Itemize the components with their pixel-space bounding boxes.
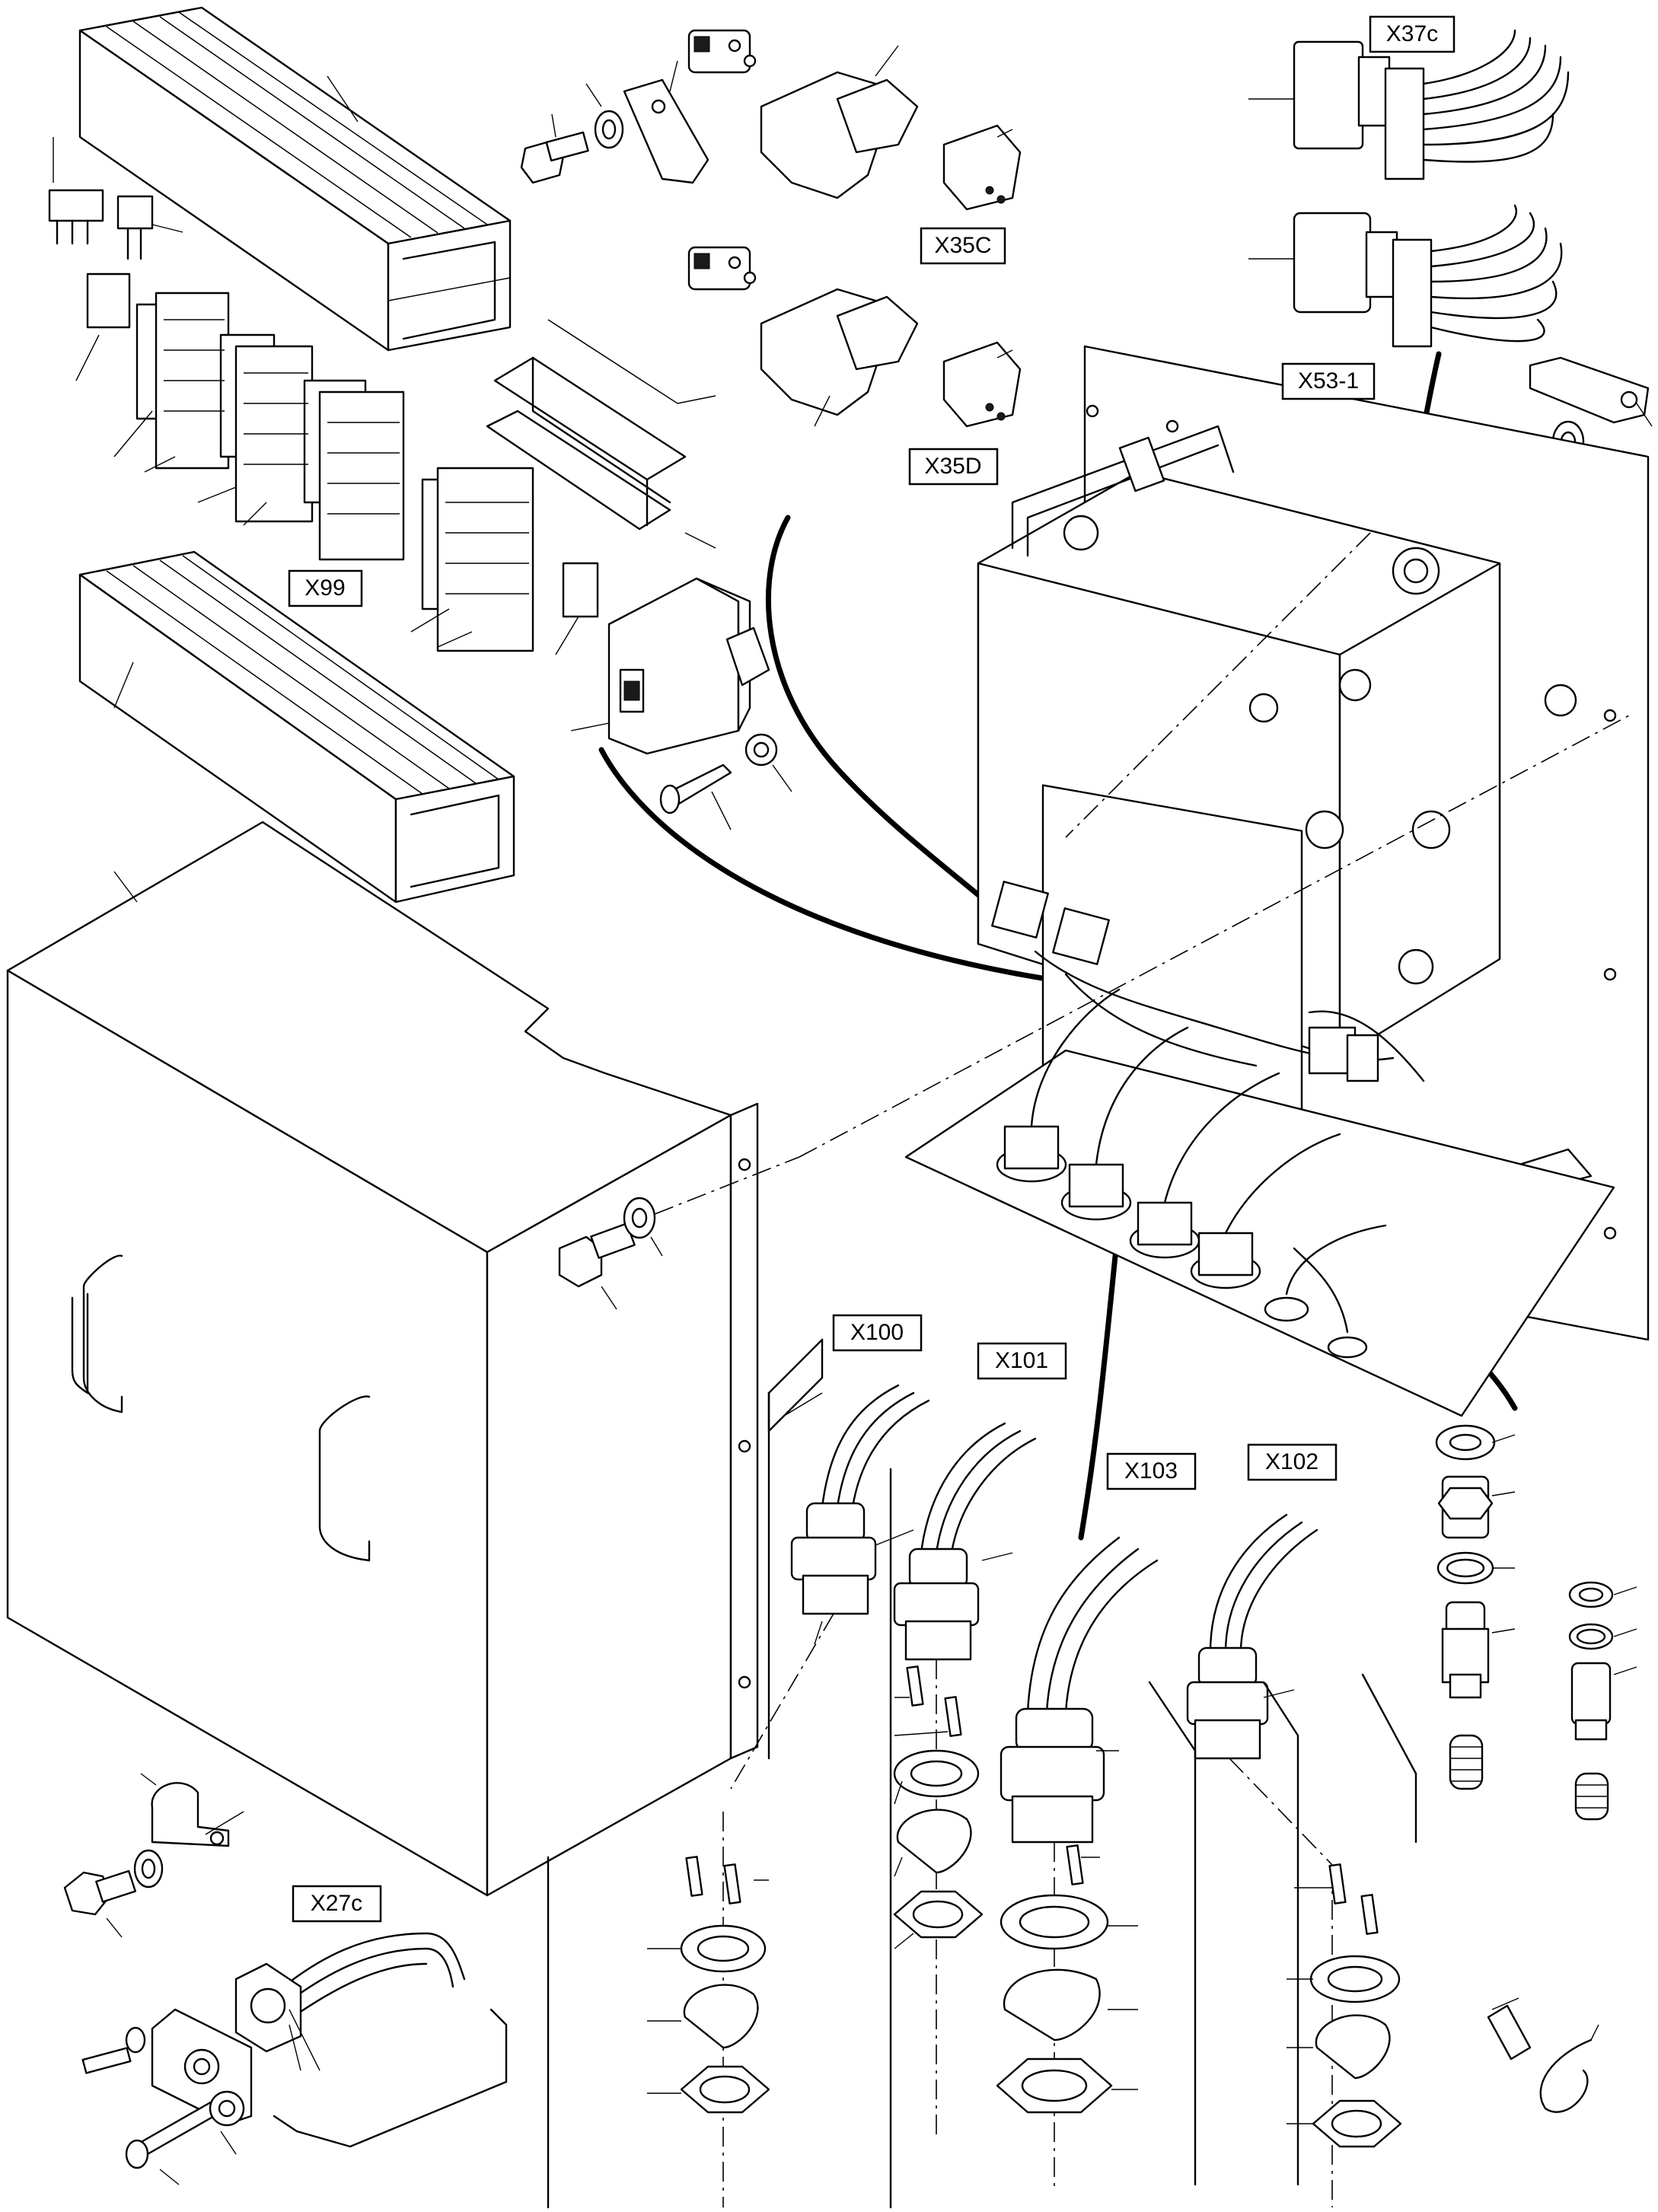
- callout-x53-1: X53-1: [1281, 362, 1376, 400]
- label-x35c: X35C: [934, 233, 991, 258]
- label-x101: X101: [995, 1348, 1048, 1373]
- grommet-row: [996, 1125, 1368, 1359]
- x100-parts-stack: [547, 1812, 770, 2209]
- callout-x100: X100: [832, 1314, 923, 1352]
- callout-x102: X102: [1247, 1443, 1338, 1481]
- connector-x37c: [1248, 29, 1570, 180]
- wood-screw-mid: [659, 733, 792, 830]
- fittings-stack-far-right: [1568, 1581, 1637, 1821]
- fittings-stack-right: [1361, 1424, 1516, 1844]
- callout-x103: X103: [1106, 1452, 1197, 1490]
- label-x53-1: X53-1: [1298, 368, 1359, 394]
- screw-washer-top: [520, 60, 709, 184]
- connector-x35c: [687, 29, 1022, 211]
- callout-x27c: X27c: [292, 1885, 382, 1923]
- label-x103: X103: [1124, 1458, 1178, 1484]
- label-x99: X99: [304, 575, 345, 601]
- cable-gland-x102: [1148, 1513, 1333, 2186]
- callout-x35c: X35C: [920, 227, 1006, 265]
- enclosure-cover: [6, 821, 759, 1897]
- label-x37c: X37c: [1386, 21, 1438, 46]
- connector-x35d: [687, 246, 1022, 428]
- callout-x37c: X37c: [1369, 15, 1456, 53]
- p-clamp-assembly: [63, 1773, 244, 1938]
- cable-gland-x100: [730, 1384, 930, 1790]
- circuit-breaker: [570, 577, 770, 755]
- label-x102: X102: [1265, 1449, 1318, 1474]
- terminal-block-assembly-x99: [75, 273, 599, 655]
- cable-tie-clip: [1487, 1997, 1599, 2113]
- label-x35d: X35D: [924, 454, 981, 479]
- cable-gland-x101: [889, 1422, 1037, 2209]
- cable-duct-lower: [78, 550, 515, 904]
- callout-x101: X101: [977, 1342, 1067, 1380]
- connector-x53-1: [1248, 204, 1563, 348]
- cable-gland-x103: [1000, 1536, 1159, 2192]
- x102-parts-stack: [1287, 1863, 1402, 2207]
- cable-duct-upper: [78, 6, 512, 352]
- plug-in-bridges: [48, 137, 183, 260]
- label-x100: X100: [850, 1320, 904, 1345]
- x103-parts-stack: [996, 1844, 1138, 2114]
- receptacle-x27c: [81, 1932, 508, 2185]
- cover-screw: [558, 1156, 800, 1310]
- control-box-assembly: [799, 345, 1650, 1417]
- label-x27c: X27c: [311, 1891, 362, 1916]
- x101-parts-stack: [893, 1665, 984, 1949]
- callout-x99: X99: [288, 569, 363, 607]
- din-rail: [486, 319, 716, 549]
- callout-x35d: X35D: [908, 448, 999, 486]
